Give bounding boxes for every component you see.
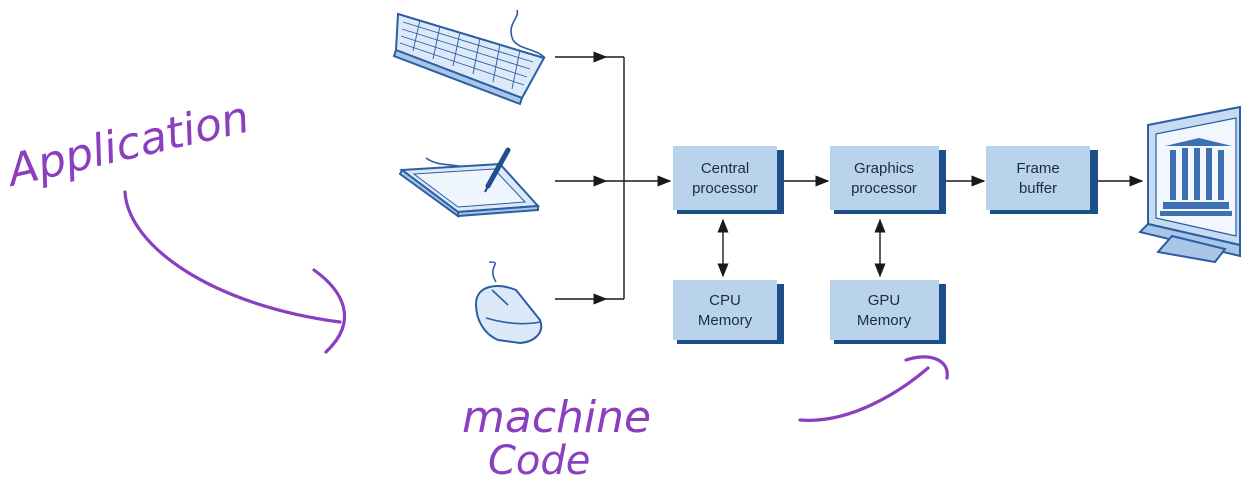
graphics-processor-box: Graphics processor — [830, 146, 946, 214]
annotation-application: Application — [0, 92, 254, 198]
monitor-icon — [1138, 105, 1241, 264]
cpu-memory-line1: CPU — [709, 292, 741, 309]
cpu-memory-box: CPU Memory — [673, 280, 784, 344]
keyboard-icon — [392, 9, 546, 106]
graphics-processor-line2: processor — [851, 180, 917, 197]
central-processor-line1: Central — [701, 160, 749, 177]
gpu-memory-box: GPU Memory — [830, 280, 946, 344]
building-icon — [1160, 138, 1232, 216]
mouse-icon — [474, 261, 543, 345]
frame-buffer-line1: Frame — [1016, 160, 1059, 177]
frame-buffer-line2: buffer — [1019, 180, 1057, 197]
frame-buffer-box: Frame buffer — [986, 146, 1098, 214]
gpu-memory-line2: Memory — [857, 312, 912, 329]
graphics-tablet-icon — [398, 147, 541, 218]
input-wires — [555, 51, 672, 305]
annotation-code: Code — [488, 438, 590, 482]
gpu-memory-line1: GPU — [868, 292, 901, 309]
pipeline-wires — [717, 175, 1144, 278]
graphics-processor-line1: Graphics — [854, 160, 914, 177]
annotation-machine: machine — [462, 392, 651, 443]
central-processor-box: Central processor — [673, 146, 784, 214]
central-processor-line2: processor — [692, 180, 758, 197]
application-arrow — [123, 190, 342, 324]
machine-code-arrow — [798, 366, 930, 422]
handwritten-annotations: Application machine Code — [0, 92, 949, 482]
cpu-memory-line2: Memory — [698, 312, 753, 329]
